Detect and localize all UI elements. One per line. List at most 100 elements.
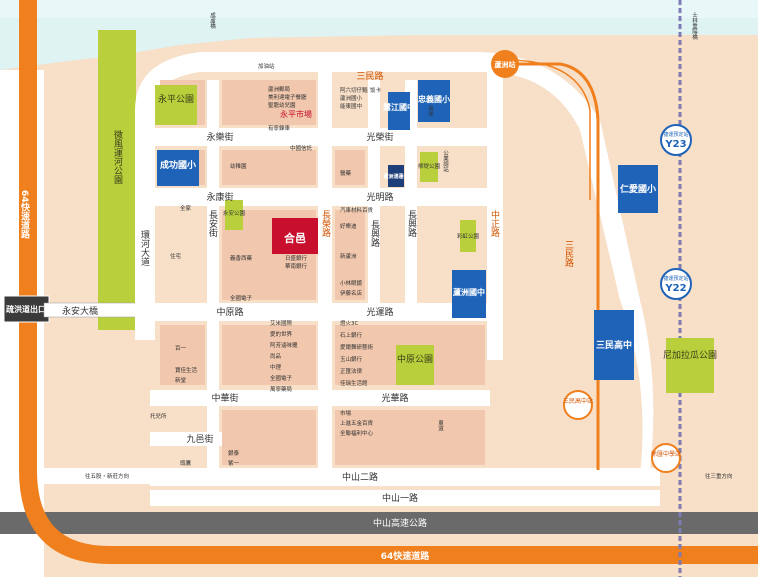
luzhou-jh	[452, 270, 486, 318]
svg-text:伊藤名店: 伊藤名店	[340, 289, 363, 297]
zhongyuan-park-label: 中原公園	[397, 353, 433, 365]
svg-text:蘆洲國小: 蘆洲國小	[340, 94, 363, 102]
svg-text:好樂迪: 好樂迪	[340, 222, 357, 230]
nijiagua-park-label: 尼加拉瓜公園	[663, 349, 717, 361]
svg-text:全國電子: 全國電子	[230, 294, 253, 302]
svg-text:中山一路: 中山一路	[382, 492, 418, 504]
zhongyi-elem-label: 忠義國小	[418, 94, 450, 104]
svg-text:醫藥: 醫藥	[340, 169, 352, 177]
svg-text:銀泰: 銀泰	[228, 449, 240, 457]
svg-text:中國信託: 中國信託	[290, 144, 313, 152]
svg-text:上進五金百貨: 上進五金百貨	[340, 419, 374, 427]
svg-text:艾米國際: 艾米國際	[270, 319, 293, 327]
svg-text:捷運預定站: 捷運預定站	[663, 131, 688, 138]
svg-text:中原路: 中原路	[216, 306, 243, 318]
svg-text:永安公園: 永安公園	[223, 209, 246, 217]
svg-text:小林眼鏡: 小林眼鏡	[340, 279, 363, 287]
svg-text:光運路: 光運路	[366, 306, 393, 318]
svg-text:百一: 百一	[175, 345, 187, 352]
svg-text:光明路: 光明路	[366, 191, 393, 203]
svg-text:能東國中: 能東國中	[340, 102, 362, 110]
svg-text:中理: 中理	[270, 363, 282, 371]
xupu-station	[651, 443, 681, 473]
nijiagua-park	[666, 338, 714, 393]
sanmin-right-label: 三民路	[563, 240, 574, 268]
svg-text:捷運預定站: 捷運預定站	[663, 275, 688, 282]
zhongyi-elem	[418, 80, 450, 122]
svg-text:三民高中站: 三民高中站	[563, 397, 593, 405]
svg-text:尚品: 尚品	[270, 352, 282, 360]
svg-text:正匯法律: 正匯法律	[340, 367, 363, 375]
svg-text:長興路: 長興路	[369, 220, 380, 248]
svg-text:往五股・新莊方向: 往五股・新莊方向	[85, 472, 129, 480]
svg-text:有寧鍊車: 有寧鍊車	[268, 124, 291, 132]
svg-text:阿六切仔麵: 阿六切仔麵	[340, 86, 368, 94]
svg-text:住宅: 住宅	[170, 252, 182, 260]
svg-text:托兒所: 托兒所	[150, 412, 167, 420]
lujiang-jh	[388, 92, 410, 130]
liuti-park	[420, 152, 438, 182]
svg-text:燈火3C: 燈火3C	[340, 319, 358, 327]
sanmin-hs-label: 三民高中	[596, 339, 632, 351]
zhongshan-highway-label: 中山高速公路	[373, 517, 427, 529]
svg-text:玉山銀行: 玉山銀行	[340, 355, 363, 363]
svg-text:紫一: 紫一	[228, 460, 240, 467]
ren-ai-elem	[618, 165, 658, 213]
sanmin-hs	[594, 310, 634, 380]
svg-text:中山二路: 中山二路	[342, 471, 378, 483]
svg-text:九邑街: 九邑街	[186, 433, 213, 445]
svg-text:Y22: Y22	[664, 283, 686, 294]
svg-text:環河大道: 環河大道	[139, 230, 150, 267]
poi-labels: 蘆洲郵局 美利達電子餐廳 聖龍幼兒園 有寧鍊車 永平市場 阿六切仔麵 蘆洲國小 …	[150, 85, 449, 467]
yongping-park	[155, 85, 197, 125]
svg-text:幼稚園: 幼稚園	[230, 162, 247, 170]
svg-text:士林重陽橋: 士林重陽橋	[691, 11, 698, 41]
svg-text:永康街: 永康街	[206, 191, 233, 203]
svg-text:徐匯中學站: 徐匯中學站	[651, 450, 681, 458]
y23-station	[660, 124, 692, 156]
road-network	[44, 52, 660, 506]
zhongshan-highway	[0, 512, 758, 534]
svg-text:美利達電子餐廳: 美利達電子餐廳	[268, 93, 307, 101]
svg-text:新堂: 新堂	[175, 376, 187, 384]
svg-text:柳堤公園: 柳堤公園	[418, 162, 441, 170]
svg-text:汽車材料百貨: 汽車材料百貨	[340, 206, 374, 214]
ren-ai-elem-label: 仁愛國小	[620, 183, 656, 195]
svg-text:蘆洲湧蓮寺: 蘆洲湧蓮寺	[383, 173, 408, 180]
svg-text:全聯福利中心: 全聯福利中心	[340, 429, 374, 437]
hwy64-bottom-label: 64快速道路	[381, 550, 431, 562]
svg-text:加油站: 加油站	[258, 62, 275, 70]
hwy64-route	[19, 0, 758, 564]
svg-text:成蘆橋: 成蘆橋	[209, 11, 216, 30]
yongping-park-label: 永平公園	[158, 93, 194, 105]
svg-text:長途: 長途	[427, 105, 434, 118]
lujiang-temple	[388, 165, 404, 187]
zhongyuan-park	[396, 345, 434, 385]
caihong-park	[460, 220, 476, 252]
svg-text:饭卡: 饭卡	[370, 86, 382, 94]
hejie-label: 合邑	[284, 231, 306, 245]
luzhou-jh-label: 蘆洲國中	[453, 287, 485, 297]
luzhou-station	[491, 50, 519, 78]
svg-text:愛的世界: 愛的世界	[270, 330, 293, 338]
svg-text:Y23: Y23	[664, 139, 686, 150]
svg-text:彩虹公園: 彩虹公園	[457, 232, 480, 240]
sanmin-hs-station	[563, 390, 593, 420]
svg-text:中華街: 中華街	[211, 392, 238, 404]
svg-text:全家: 全家	[180, 204, 192, 212]
svg-text:往三重方向: 往三重方向	[705, 472, 733, 480]
svg-text:市場: 市場	[340, 409, 352, 417]
svg-text:華南銀行: 華南銀行	[285, 262, 308, 270]
svg-text:愛爾舞研藝術: 愛爾舞研藝術	[340, 343, 374, 351]
floodway-gate-badge	[3, 295, 50, 323]
weifeng-park-label: 微風運河公園	[112, 129, 123, 185]
chenggong-elem	[157, 150, 199, 186]
hwy64-left-label: 64快速道路	[19, 190, 30, 239]
svg-text:石上銀行: 石上銀行	[340, 331, 363, 339]
svg-text:阿芳滷味攤: 阿芳滷味攤	[270, 341, 298, 349]
floodway-gate-label: 疏洪道出口	[6, 304, 46, 314]
lujiang-jh-label: 鷺江國中	[383, 102, 415, 112]
svg-text:日盛銀行: 日盛銀行	[285, 254, 308, 262]
svg-text:聖龍幼兒園: 聖龍幼兒園	[268, 101, 296, 109]
